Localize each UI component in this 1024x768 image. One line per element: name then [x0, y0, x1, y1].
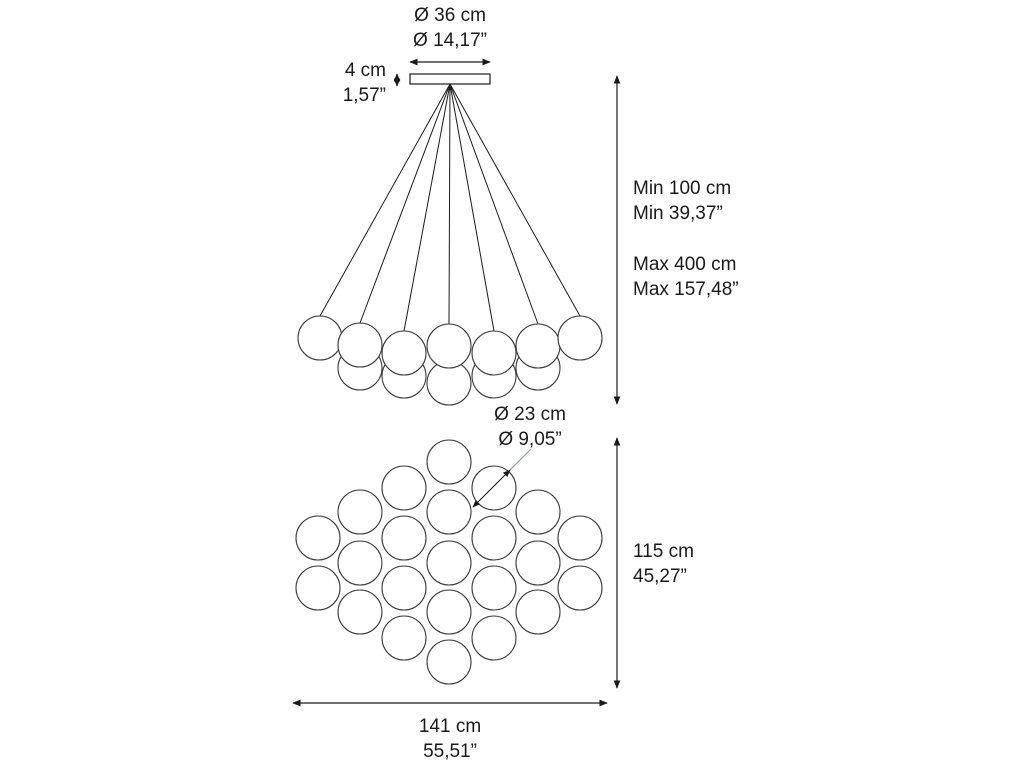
top-sphere: [557, 515, 603, 561]
cable: [449, 83, 495, 332]
suspension-cables: [319, 83, 581, 332]
side-sphere: [471, 330, 517, 376]
cluster-depth-label: 115 cm 45,27”: [633, 539, 753, 589]
cable: [319, 83, 451, 317]
drop-length-max-metric: Max 400 cm: [633, 254, 737, 275]
side-sphere: [426, 323, 472, 369]
side-sphere: [337, 322, 383, 368]
top-sphere: [337, 589, 383, 635]
canopy: [409, 73, 491, 85]
drop-length-max-imperial: Max 157,48”: [633, 279, 739, 300]
top-sphere: [337, 540, 383, 586]
cluster-depth-imperial: 45,27”: [633, 566, 687, 587]
top-sphere: [471, 465, 517, 511]
sphere-diameter-arrow: [472, 469, 511, 508]
canopy-height-label: 4 cm 1,57”: [310, 58, 386, 108]
top-view-spheres: [295, 439, 603, 685]
cable: [449, 83, 581, 317]
top-sphere: [471, 565, 517, 611]
side-sphere: [515, 323, 561, 369]
canopy-diameter-label: Ø 36 cm Ø 14,17”: [390, 3, 510, 53]
cluster-width-imperial: 55,51”: [423, 741, 477, 762]
top-sphere: [381, 565, 427, 611]
top-sphere: [381, 515, 427, 561]
top-sphere: [471, 515, 517, 561]
top-sphere: [426, 589, 472, 635]
sphere-diameter-metric: Ø 23 cm: [494, 404, 566, 425]
canopy-diameter-metric: Ø 36 cm: [414, 5, 486, 26]
cable: [403, 83, 451, 332]
top-sphere: [426, 439, 472, 485]
top-sphere: [426, 639, 472, 685]
side-sphere: [381, 330, 427, 376]
top-sphere: [295, 565, 341, 611]
canopy-height-imperial: 1,57”: [342, 85, 386, 106]
top-sphere: [426, 489, 472, 535]
top-sphere: [515, 540, 561, 586]
sphere-diameter-label: Ø 23 cm Ø 9,05”: [470, 402, 590, 452]
top-sphere: [515, 489, 561, 535]
top-sphere: [471, 615, 517, 661]
canopy-height-metric: 4 cm: [344, 60, 386, 81]
cable: [448, 83, 451, 325]
cluster-depth-metric: 115 cm: [633, 541, 694, 562]
side-view-spheres: [297, 315, 603, 406]
cluster-width-metric: 141 cm: [418, 716, 482, 737]
drop-length-label: Min 100 cm Min 39,37” Max 400 cm Max 157…: [633, 176, 813, 302]
cable: [359, 83, 451, 324]
top-sphere: [295, 515, 341, 561]
top-sphere: [337, 489, 383, 535]
sphere-diameter-imperial: Ø 9,05”: [498, 429, 562, 450]
sphere-diameter-leader: [507, 448, 532, 473]
side-sphere: [297, 315, 343, 361]
top-sphere: [381, 465, 427, 511]
side-sphere: [557, 315, 603, 361]
cable: [449, 83, 539, 325]
top-sphere: [515, 589, 561, 635]
top-sphere: [557, 565, 603, 611]
drop-length-min-imperial: Min 39,37”: [633, 203, 723, 224]
drop-length-min-metric: Min 100 cm: [633, 178, 732, 199]
cluster-width-label: 141 cm 55,51”: [390, 714, 510, 764]
top-sphere: [426, 540, 472, 586]
top-sphere: [381, 615, 427, 661]
canopy-diameter-imperial: Ø 14,17”: [413, 30, 487, 51]
